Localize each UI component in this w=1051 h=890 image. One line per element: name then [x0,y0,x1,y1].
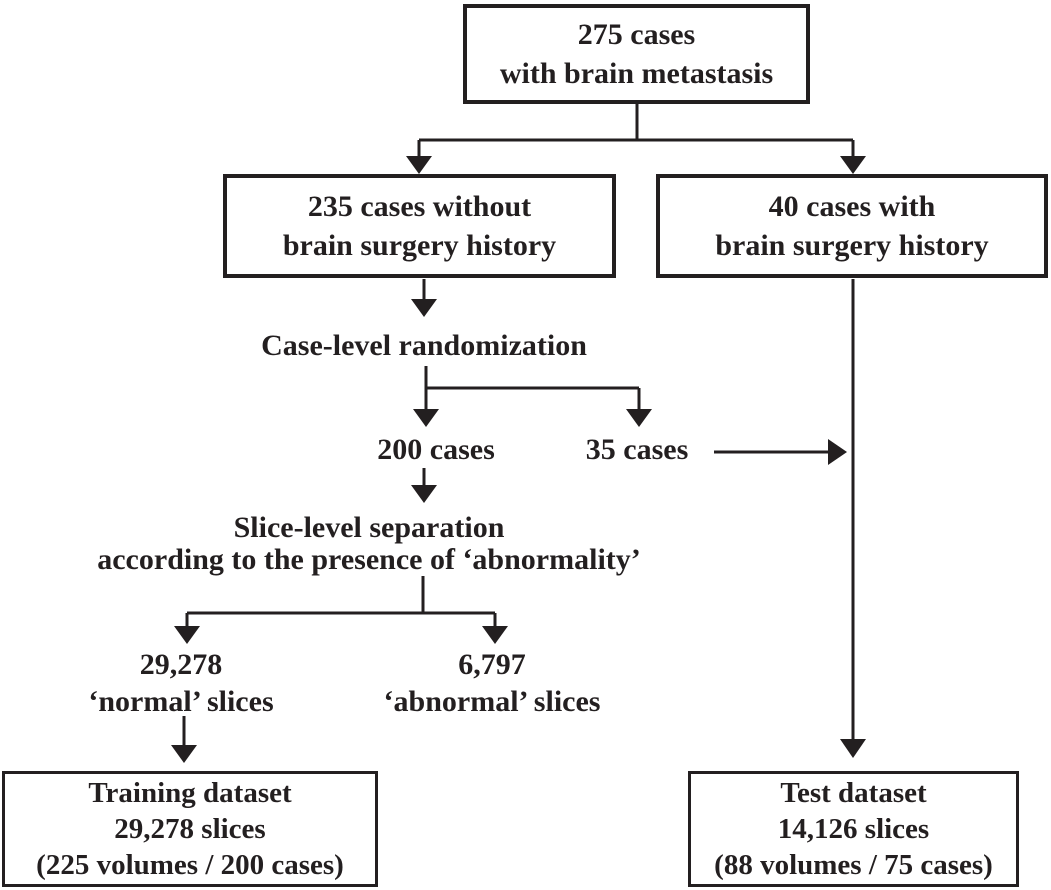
arrowhead-to-with-surgery [840,156,866,174]
node-normal-slices-label: ‘normal’ slices [88,685,274,718]
node-slice-separation: Slice-level separation according to the … [97,512,641,576]
node-test-title: Test dataset [780,777,927,809]
node-total-line1: 275 cases [577,18,696,51]
node-abnormal-slices-label: ‘abnormal’ slices [383,685,601,718]
node-with-surgery-line2: brain surgery history [715,229,989,262]
node-slice-separation-line1: Slice-level separation [233,511,505,544]
arrowhead-to-normal-slices [174,626,200,644]
node-case-randomization: Case-level randomization [261,329,587,362]
node-test-slices: 14,126 slices [777,813,930,845]
node-with-surgery-line1: 40 cases with [768,190,936,223]
node-total-cases: 275 cases with brain metastasis [463,4,810,104]
node-test-dataset: Test dataset 14,126 slices (88 volumes /… [688,771,1019,887]
node-training-title: Training dataset [88,777,292,809]
node-test-volumes: (88 volumes / 75 cases) [714,849,993,881]
node-35-cases: 35 cases [585,433,689,466]
node-without-surgery-line1: 235 cases without [307,190,532,223]
arrowhead-to-test-dataset [840,739,866,758]
arrowhead-to-without-surgery [406,156,432,174]
node-abnormal-slices: 6,797 ‘abnormal’ slices [384,646,601,720]
node-training-slices: 29,278 slices [114,813,266,845]
node-slice-separation-line2: according to the presence of ‘abnormalit… [97,543,641,576]
node-total-line2: with brain metastasis [499,57,774,90]
arrowhead-to-200-cases [413,409,439,427]
node-training-volumes: (225 volumes / 200 cases) [36,849,344,881]
node-training-dataset: Training dataset 29,278 slices (225 volu… [2,771,378,887]
arrowhead-to-abnormal-slices [482,626,508,644]
arrowhead-35-to-testline [828,439,847,465]
arrowhead-to-35-cases [626,409,652,427]
node-normal-slices: 29,278 ‘normal’ slices [88,646,273,720]
node-abnormal-slices-count: 6,797 [458,648,526,681]
node-normal-slices-count: 29,278 [139,648,223,681]
node-without-surgery-line2: brain surgery history [282,229,557,262]
arrowhead-to-training-dataset [171,745,197,763]
arrowhead-to-randomization [411,299,437,317]
node-with-surgery: 40 cases with brain surgery history [656,174,1048,278]
arrowhead-to-slice-separation [411,485,437,503]
node-without-surgery: 235 cases without brain surgery history [223,174,616,278]
node-200-cases: 200 cases [377,433,495,466]
